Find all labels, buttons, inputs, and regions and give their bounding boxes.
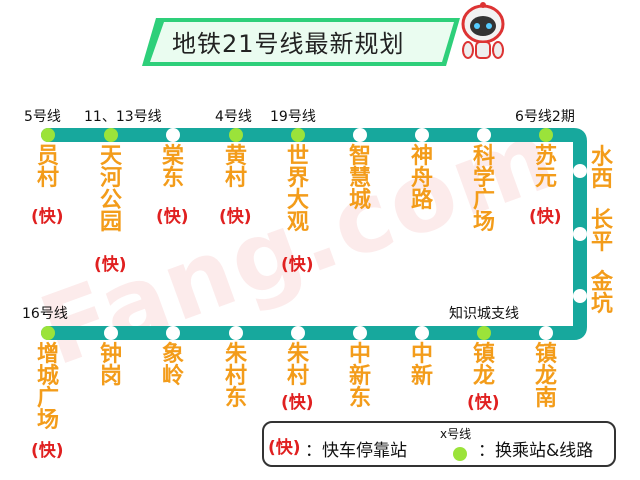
- station-dot-长平: [573, 227, 587, 241]
- station-name: 天河公园: [99, 144, 122, 235]
- legend-transfer-desc: ：换乘站&线路: [478, 441, 594, 461]
- express-stop-tag: (快): [94, 255, 127, 275]
- page-title: 地铁21号线最新规划: [172, 30, 405, 58]
- title-banner: [142, 18, 460, 66]
- station-dot-镇龙南: [539, 326, 553, 340]
- station-dot-钟岗: [104, 326, 118, 340]
- transfer-station-dot-增城广场: [41, 326, 55, 340]
- station-name: 员村: [36, 144, 59, 191]
- transfer-line-label: 知识城支线: [449, 306, 519, 322]
- express-stop-tag: (快): [31, 441, 64, 461]
- station-dot-金坑: [573, 289, 587, 303]
- legend: [262, 421, 616, 467]
- transfer-line-label: 4号线: [215, 109, 252, 125]
- station-dot-朱村东: [229, 326, 243, 340]
- station-dot-象岭: [166, 326, 180, 340]
- station-name: 增城广场: [36, 342, 59, 433]
- transfer-line-label: 19号线: [270, 109, 316, 125]
- transfer-station-dot-镇龙: [477, 326, 491, 340]
- station-name: 镇龙南: [534, 342, 557, 411]
- station-dot-棠东: [166, 128, 180, 142]
- station-dot-中新: [415, 326, 429, 340]
- station-name: 中新东: [348, 342, 371, 411]
- station-name: 黄村: [224, 144, 247, 191]
- express-stop-tag: (快): [281, 393, 314, 413]
- legend-line-label: x号线: [440, 427, 472, 441]
- express-stop-tag: (快): [467, 393, 500, 413]
- station-name: 象岭: [161, 342, 184, 389]
- legend-transfer-dot-icon: [453, 447, 467, 461]
- station-name: 朱村东: [224, 342, 247, 411]
- station-name: 水西: [590, 145, 613, 192]
- transfer-station-dot-员村: [41, 128, 55, 142]
- station-name: 苏元: [534, 144, 557, 191]
- station-dot-水西: [573, 164, 587, 178]
- station-dot-朱村: [291, 326, 305, 340]
- station-name: 镇龙: [472, 342, 495, 389]
- station-name: 钟岗: [99, 342, 122, 389]
- transfer-station-dot-苏元: [539, 128, 553, 142]
- express-stop-tag: (快): [219, 207, 252, 227]
- station-dot-智慧城: [353, 128, 367, 142]
- transfer-station-dot-天河公园: [104, 128, 118, 142]
- station-name: 中新: [410, 342, 433, 389]
- station-dot-科学广场: [477, 128, 491, 142]
- station-name: 智慧城: [348, 144, 371, 213]
- legend-express-desc: ：快车停靠站: [305, 441, 407, 461]
- transfer-line-label: 5号线: [24, 109, 61, 125]
- transfer-station-dot-世界大观: [291, 128, 305, 142]
- transfer-station-dot-黄村: [229, 128, 243, 142]
- express-stop-tag: (快): [281, 255, 314, 275]
- express-stop-tag: (快): [156, 207, 189, 227]
- robot-mascot-icon: [461, 2, 505, 59]
- express-stop-tag: (快): [31, 207, 64, 227]
- station-name: 神舟路: [410, 144, 433, 213]
- station-dot-中新东: [353, 326, 367, 340]
- station-name: 科学广场: [472, 144, 495, 235]
- station-name: 金坑: [590, 270, 613, 317]
- station-name: 世界大观: [286, 144, 309, 235]
- transfer-line-label: 11、13号线: [84, 109, 162, 125]
- express-stop-tag: (快): [529, 207, 562, 227]
- station-name: 朱村: [286, 342, 309, 389]
- station-name: 长平: [590, 208, 613, 255]
- legend-express-tag: (快): [268, 438, 301, 458]
- station-dot-神舟路: [415, 128, 429, 142]
- station-name: 棠东: [161, 144, 184, 191]
- transfer-line-label: 6号线2期: [515, 109, 575, 125]
- transfer-line-label: 16号线: [22, 306, 68, 322]
